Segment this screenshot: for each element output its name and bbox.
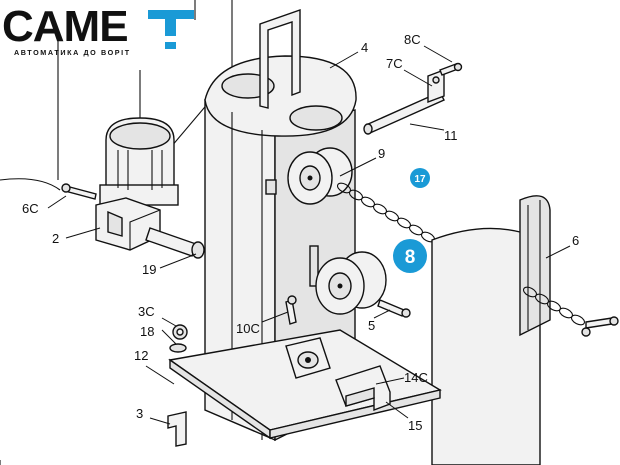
logo-tagline: АВТОМАТИКА ДО ВОРІТ <box>14 48 131 57</box>
screw-8c <box>439 62 463 76</box>
lifting-handle <box>259 9 301 109</box>
motor-bracket <box>95 197 161 251</box>
gate-panel <box>431 195 619 465</box>
limit-switch <box>285 337 331 379</box>
mounting-bracket <box>335 365 391 412</box>
bracket-7c <box>427 68 445 104</box>
callout-10c: 10C <box>236 321 260 336</box>
screw-6c <box>61 183 97 200</box>
came-t-logo-icon <box>148 10 194 49</box>
callout-7c: 7C <box>386 56 403 71</box>
came-logo: CAME АВТОМАТИКА ДО ВОРІТ <box>2 2 202 62</box>
callout-14c: 14C <box>404 370 428 385</box>
base-plate <box>168 329 442 440</box>
badge-8: 8 <box>393 239 427 273</box>
callout-5: 5 <box>368 318 375 333</box>
upper-pulley <box>287 147 353 205</box>
callout-3c: 3C <box>138 304 155 319</box>
callout-4: 4 <box>361 40 368 55</box>
badge-17: 17 <box>410 168 430 188</box>
callout-15: 15 <box>408 418 422 433</box>
rod <box>363 91 445 135</box>
badge-17-label: 17 <box>414 174 426 185</box>
screw-10c <box>285 295 297 325</box>
callout-6c: 6C <box>22 201 39 216</box>
callout-18: 18 <box>140 324 154 339</box>
nut-3c <box>172 324 188 340</box>
leader-lines <box>47 45 571 425</box>
badge-8-label: 8 <box>405 247 416 268</box>
callout-3: 3 <box>136 406 143 421</box>
callout-12: 12 <box>134 348 148 363</box>
washer-18 <box>169 343 187 353</box>
callout-8c: 8C <box>404 32 421 47</box>
callout-2: 2 <box>52 231 59 246</box>
callout-9: 9 <box>378 146 385 161</box>
drive-shaft <box>145 227 205 259</box>
screw-5 <box>377 299 411 318</box>
logo-wordmark: CAME <box>2 2 129 51</box>
anchor-bolt <box>167 411 187 447</box>
gearmotor <box>99 117 179 206</box>
callout-19: 19 <box>142 262 156 277</box>
lower-pulley <box>315 251 387 315</box>
chain <box>336 182 436 243</box>
callout-11: 11 <box>444 128 458 143</box>
callout-6: 6 <box>572 233 579 248</box>
